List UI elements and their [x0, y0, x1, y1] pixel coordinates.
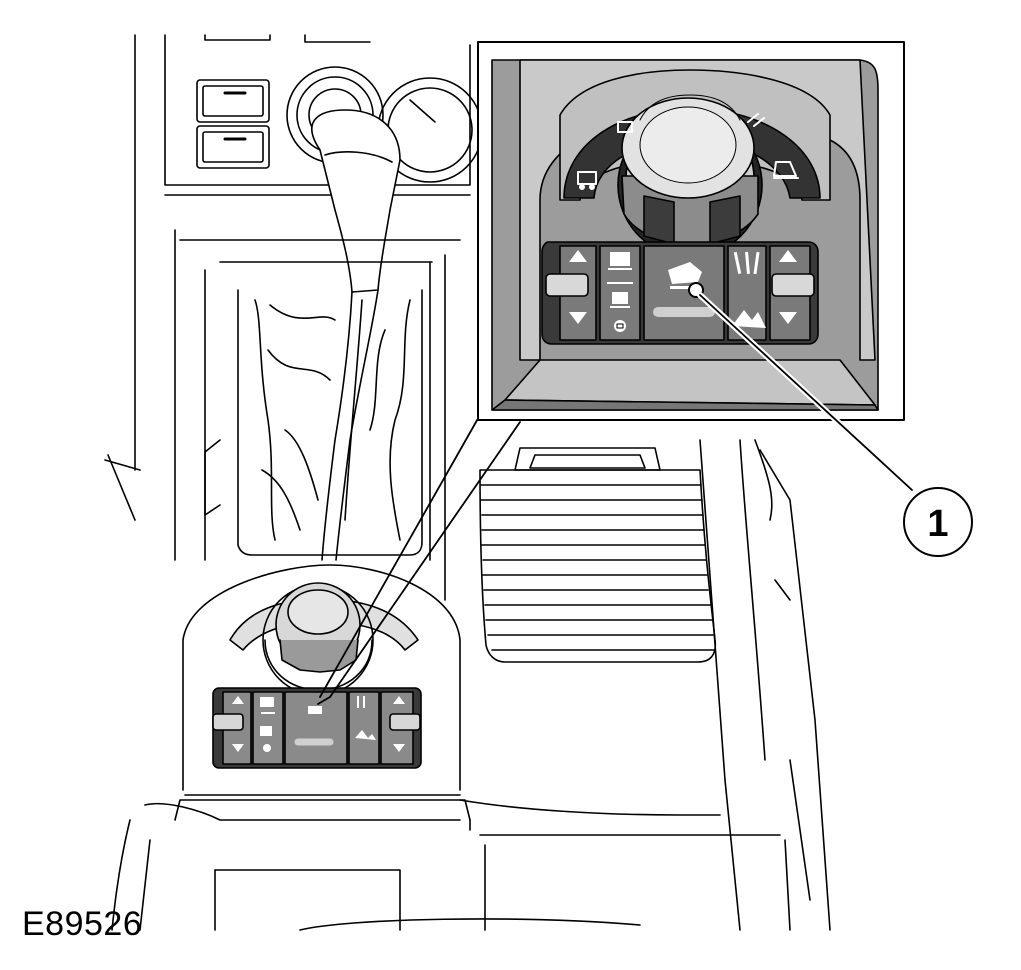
zoom-leader-lines: [317, 414, 521, 705]
terrain-rock-icon: [773, 161, 799, 179]
slatted-lid: [479, 447, 717, 663]
terrain-ring-icons: [577, 113, 799, 190]
lock-icon: [614, 320, 626, 332]
tire-road-icon: [733, 251, 760, 275]
terrain-sand-icon: [747, 113, 765, 127]
callout-circle: [903, 487, 973, 557]
small-terrain-panel: [174, 564, 471, 821]
lower-console: [111, 799, 791, 931]
callout-leader: [688, 282, 915, 493]
mountain-icon: [732, 310, 766, 328]
down-arrow-icon: [569, 312, 587, 324]
terrain-grass-icon: [617, 121, 633, 133]
suspension-raise-icon: [607, 252, 633, 284]
inset-panel-glyphs: [569, 250, 797, 332]
gear-selector: [311, 109, 401, 561]
up-arrow-icon: [779, 250, 797, 262]
figure-id-label: E89526: [22, 905, 143, 943]
up-arrow-icon: [569, 250, 587, 262]
console-right-side: [699, 439, 831, 931]
small-panel-glyphs: [232, 696, 405, 752]
rear-switch-pair: [196, 79, 270, 169]
hill-descent-icon: [668, 262, 702, 289]
terrain-general-icon: [577, 171, 597, 190]
lock-icon-detail: [616, 323, 624, 329]
gear-gaiter: [174, 229, 461, 601]
inset-console: [491, 59, 879, 411]
suspension-lower-icon: [610, 292, 630, 308]
callout-number: 1: [927, 503, 948, 545]
down-arrow-icon: [779, 312, 797, 324]
